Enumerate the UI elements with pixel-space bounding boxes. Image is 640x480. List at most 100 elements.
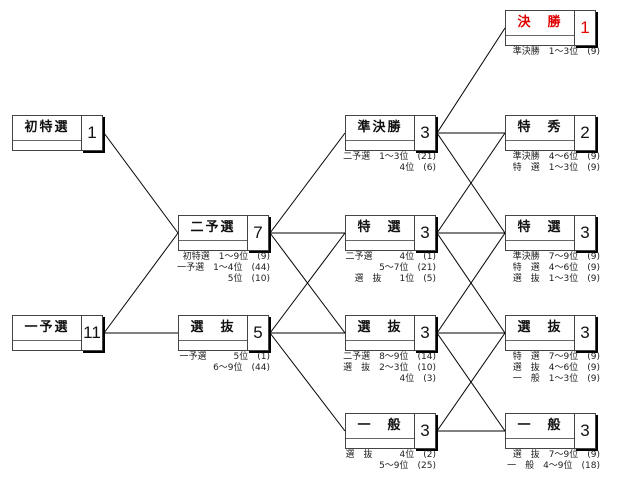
title-divider xyxy=(346,240,414,241)
title-divider xyxy=(506,240,574,241)
qualifier-line: 6～9位 (44) xyxy=(213,363,270,373)
title-divider xyxy=(506,35,574,36)
race-count: 5 xyxy=(247,315,269,351)
race-title-box: 特 選 xyxy=(505,215,575,251)
qualifier-list-tokusen2: 準決勝 7～9位 (9)特 選 4～6位 (9)選 抜 1～3位 (9) xyxy=(430,252,600,285)
qualifier-line: 二予選 4位 (1) xyxy=(345,252,436,262)
race-count: 2 xyxy=(574,115,596,151)
connector-senbatsu2-to-tokusen2 xyxy=(436,232,506,334)
qualifier-list-senbatsu1: 一予選 5位 (1)6～9位 (44) xyxy=(100,352,270,374)
race-count: 11 xyxy=(81,315,103,351)
qualifier-line: 選 抜 7～9位 (9) xyxy=(512,450,600,460)
race-title-box: 一 般 xyxy=(505,413,575,449)
title-divider xyxy=(346,140,414,141)
race-count: 7 xyxy=(247,215,269,251)
connector-tokusen1-to-tokushu xyxy=(436,132,506,234)
race-count: 1 xyxy=(574,10,596,46)
race-count: 3 xyxy=(414,215,436,251)
title-divider xyxy=(346,438,414,439)
qualifier-list-niyosen: 初特選 1～9位 (9)一予選 1～4位 (44)5位 (10) xyxy=(100,252,270,285)
race-node-shotokusen: 初特選 1 xyxy=(12,115,104,151)
title-divider xyxy=(346,340,414,341)
qualifier-list-tokusen1: 二予選 4位 (1)5～7位 (21)選 抜 1位 (5) xyxy=(266,252,436,285)
qualifier-line: 選 抜 4位 (2) xyxy=(345,450,436,460)
qualifier-line: 5位 (10) xyxy=(227,274,270,284)
qualifier-line: 初特選 1～9位 (9) xyxy=(182,252,270,262)
race-title: 初特選 xyxy=(24,120,70,135)
qualifier-line: 一 般 1～3位 (9) xyxy=(512,374,600,384)
title-divider xyxy=(506,438,574,439)
race-title: 一 般 xyxy=(517,418,563,433)
qualifier-line: 準決勝 7～9位 (9) xyxy=(512,252,600,262)
race-node-tokushu: 特 秀 2 xyxy=(505,115,597,151)
qualifier-line: 一予選 1～4位 (44) xyxy=(177,263,270,273)
qualifier-line: 5～9位 (25) xyxy=(379,461,436,471)
qualifier-line: 二予選 8～9位 (14) xyxy=(343,352,436,362)
title-divider xyxy=(179,240,247,241)
connector-senbatsu1-to-tokusen1 xyxy=(269,232,346,334)
race-title: 選 抜 xyxy=(357,320,403,335)
race-node-senbatsu3: 選 抜 3 xyxy=(505,315,597,351)
qualifier-line: 選 抜 4～6位 (9) xyxy=(512,363,600,373)
title-divider xyxy=(506,140,574,141)
race-node-tokusen1: 特 選 3 xyxy=(345,215,437,251)
qualifier-line: 5～7位 (21) xyxy=(379,263,436,273)
race-title-box: 一 般 xyxy=(345,413,415,449)
race-count: 3 xyxy=(574,315,596,351)
race-title: 決 勝 xyxy=(517,15,563,30)
race-node-ichiyosen: 一予選 11 xyxy=(12,315,104,351)
race-title: 一予選 xyxy=(24,320,70,335)
race-title-box: 特 選 xyxy=(345,215,415,251)
qualifier-line: 準決勝 1～3位 (9) xyxy=(512,47,600,57)
qualifier-line: 特 選 4～6位 (9) xyxy=(512,263,600,273)
race-count: 3 xyxy=(414,315,436,351)
race-title: 特 選 xyxy=(517,220,563,235)
race-count: 3 xyxy=(414,413,436,449)
title-divider xyxy=(13,340,81,341)
title-divider xyxy=(179,340,247,341)
qualifier-line: 二予選 1～3位 (21) xyxy=(343,152,436,162)
race-title: 二予選 xyxy=(190,220,236,235)
qualifier-list-junkessho: 二予選 1～3位 (21)4位 (6) xyxy=(266,152,436,174)
race-node-tokusen2: 特 選 3 xyxy=(505,215,597,251)
connector-senbatsu1-to-ippan1 xyxy=(269,332,346,432)
race-title-box: 初特選 xyxy=(12,115,82,151)
race-title-box: 選 抜 xyxy=(345,315,415,351)
race-title: 一 般 xyxy=(357,418,403,433)
qualifier-list-ippan2: 選 抜 7～9位 (9)一 般 4～9位 (18) xyxy=(430,450,600,472)
title-divider xyxy=(506,340,574,341)
qualifier-line: 選 抜 1～3位 (9) xyxy=(512,274,600,284)
title-divider xyxy=(13,140,81,141)
race-title: 特 秀 xyxy=(517,120,563,135)
qualifier-line: 4位 (6) xyxy=(399,163,436,173)
connector-ichiyosen-to-niyosen xyxy=(103,232,179,334)
qualifier-list-ippan1: 選 抜 4位 (2)5～9位 (25) xyxy=(266,450,436,472)
race-title: 選 抜 xyxy=(190,320,236,335)
race-title-box: 準決勝 xyxy=(345,115,415,151)
race-title-box: 特 秀 xyxy=(505,115,575,151)
qualifier-line: 一予選 5位 (1) xyxy=(179,352,270,362)
qualifier-line: 準決勝 4～6位 (9) xyxy=(512,152,600,162)
connector-junkessho-to-kessho xyxy=(436,27,506,134)
race-node-senbatsu1: 選 抜 5 xyxy=(178,315,270,351)
race-title: 特 選 xyxy=(357,220,403,235)
race-count: 3 xyxy=(574,413,596,449)
race-title-box: 二予選 xyxy=(178,215,248,251)
qualifier-list-senbatsu3: 特 選 7～9位 (9)選 抜 4～6位 (9)一 般 1～3位 (9) xyxy=(430,352,600,385)
race-node-senbatsu2: 選 抜 3 xyxy=(345,315,437,351)
qualifier-line: 一 般 4～9位 (18) xyxy=(507,461,600,471)
connector-ippan1-to-senbatsu3 xyxy=(436,332,506,432)
connector-shotokusen-to-niyosen xyxy=(103,132,179,234)
race-count: 1 xyxy=(81,115,103,151)
race-title: 選 抜 xyxy=(517,320,563,335)
race-title-box: 選 抜 xyxy=(505,315,575,351)
race-count: 3 xyxy=(574,215,596,251)
qualifier-line: 4位 (3) xyxy=(399,374,436,384)
qualifier-line: 特 選 7～9位 (9) xyxy=(512,352,600,362)
qualifier-list-kessho: 準決勝 1～3位 (9) xyxy=(430,47,600,58)
connector-niyosen-to-junkessho xyxy=(269,132,346,234)
race-count: 3 xyxy=(414,115,436,151)
